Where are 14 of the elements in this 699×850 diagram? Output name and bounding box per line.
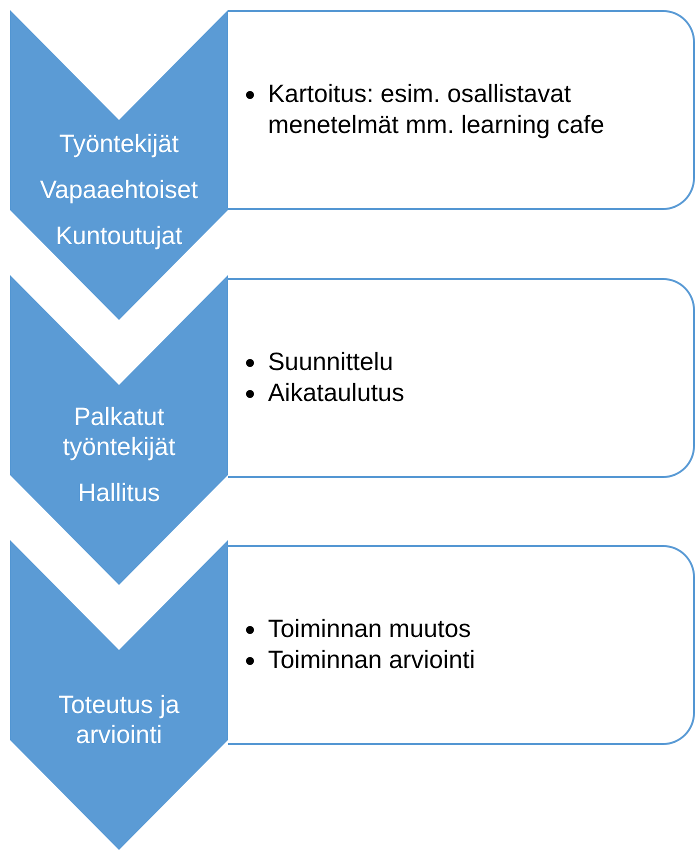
chevron-label: Työntekijät [59,129,179,159]
bullet-text: Toiminnan muutos [268,614,471,645]
bullet-text: Suunnittelu [268,347,394,378]
chevron-label: Hallitus [78,478,160,508]
bullet-text: Toiminnan arviointi [268,645,476,676]
chevron-label: Vapaaehtoiset [40,175,198,205]
bullet-text: Kartoitus: esim. osallistavat menetelmät mm. learning cafe [268,79,606,141]
content-box [228,545,695,745]
chevron-label: Kuntoutujat [56,221,182,251]
chevron-label: Toteutus ja arviointi [58,690,180,750]
content-box [228,278,695,478]
bullet-text: Aikataulutus [268,378,404,409]
content-box [228,10,695,210]
chevron-label: Palkatut työntekijät [62,402,176,462]
